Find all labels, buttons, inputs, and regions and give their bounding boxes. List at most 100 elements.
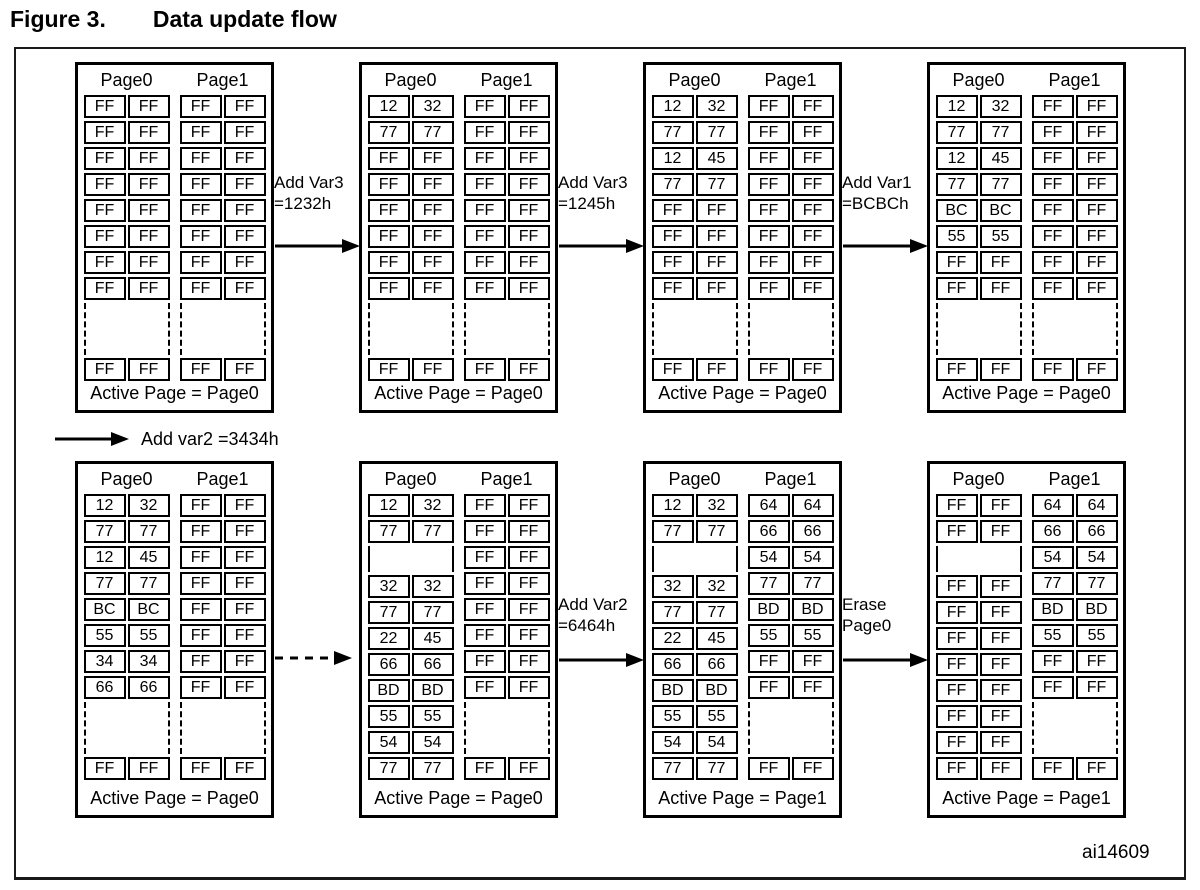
memory-cell: FF	[1075, 650, 1118, 673]
memory-cell: FF	[979, 277, 1022, 300]
memory-cell: BD	[411, 679, 454, 702]
memory-cell: FF	[935, 679, 978, 702]
memory-cell: FF	[83, 277, 126, 300]
memory-cell: 77	[651, 757, 694, 780]
arrow-label-line: =6464h	[558, 616, 616, 635]
page0-header: Page0	[384, 469, 437, 489]
flow-arrow-icon	[843, 653, 928, 667]
memory-cell: 77	[411, 757, 454, 780]
memory-cell: FF	[979, 757, 1022, 780]
memory-cell: FF	[651, 277, 694, 300]
memory-cell: 77	[695, 173, 738, 196]
arrow-label-line: =BCBCh	[842, 194, 909, 213]
memory-cell: FF	[507, 572, 550, 595]
memory-cell: FF	[367, 277, 410, 300]
memory-cell: FF	[463, 95, 506, 118]
memory-cell: FF	[411, 358, 454, 381]
memory-cell: FF	[463, 147, 506, 170]
page1-header: Page1	[764, 70, 817, 90]
memory-cell: FF	[127, 147, 170, 170]
memory-cell: BD	[695, 679, 738, 702]
dashed-gap	[747, 303, 834, 355]
memory-cell: BD	[651, 679, 694, 702]
memory-cell: FF	[223, 95, 266, 118]
memory-cell: FF	[223, 572, 266, 595]
page1-header: Page1	[480, 469, 533, 489]
memory-cell: 77	[127, 520, 170, 543]
memory-cell: FF	[367, 251, 410, 274]
dashed-gap	[83, 303, 170, 355]
page1-header: Page1	[196, 70, 249, 90]
memory-cell: 64	[1031, 494, 1074, 517]
memory-cell: 77	[695, 757, 738, 780]
arrow-label-line: =1245h	[558, 194, 616, 213]
memory-cell: 32	[695, 95, 738, 118]
memory-cell: FF	[411, 225, 454, 248]
memory-cell: FF	[223, 358, 266, 381]
memory-cell: 32	[411, 575, 454, 598]
memory-cell: 32	[651, 575, 694, 598]
arrow-label-line: Add Var2	[558, 595, 628, 614]
memory-cell: 77	[411, 121, 454, 144]
page1-header: Page1	[196, 469, 249, 489]
memory-cell: 66	[651, 653, 694, 676]
memory-cell: FF	[1031, 676, 1074, 699]
memory-cell: BD	[1075, 598, 1118, 621]
memory-cell: FF	[463, 676, 506, 699]
memory-cell: FF	[507, 173, 550, 196]
memory-cell: FF	[463, 277, 506, 300]
arrow-label: Add Var1=BCBCh	[841, 172, 929, 214]
dashed-gap	[1031, 303, 1118, 355]
memory-cell: 32	[367, 575, 410, 598]
memory-cell: 12	[651, 147, 694, 170]
solid-gap	[367, 546, 454, 572]
memory-cell: 77	[367, 520, 410, 543]
memory-cell: 45	[695, 627, 738, 650]
figure-caption: Figure 3.Data update flow	[10, 6, 337, 33]
memory-cell: FF	[791, 173, 834, 196]
memory-cell: FF	[507, 121, 550, 144]
memory-cell: 77	[695, 121, 738, 144]
dashed-gap	[463, 702, 550, 754]
memory-cell: FF	[651, 251, 694, 274]
memory-cell: FF	[791, 199, 834, 222]
memory-cell: 54	[1031, 546, 1074, 569]
memory-cell: FF	[463, 199, 506, 222]
memory-cell: BC	[979, 199, 1022, 222]
memory-cell: FF	[179, 251, 222, 274]
memory-cell: FF	[1075, 358, 1118, 381]
memory-cell: FF	[463, 546, 506, 569]
